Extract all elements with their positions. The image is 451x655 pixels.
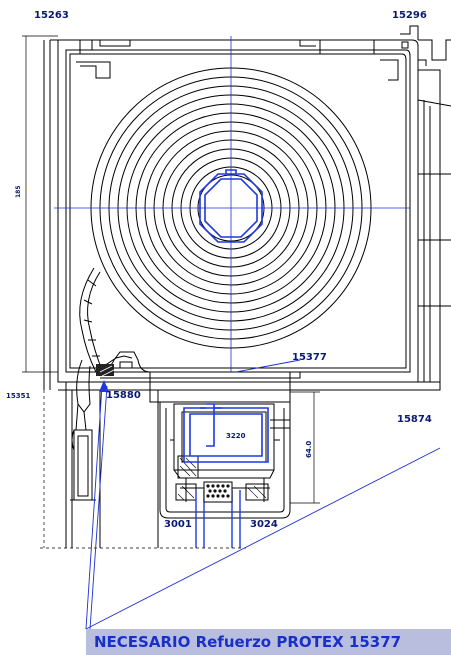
dimension-lines [22, 35, 320, 549]
label-15880: 15880 [106, 390, 141, 401]
reinforcement-3220 [183, 403, 269, 463]
label-dimension-185: 185 [15, 185, 22, 198]
label-15296: 15296 [392, 10, 427, 21]
label-3024: 3024 [250, 519, 278, 530]
glazing-gasket [203, 481, 233, 503]
label-15351: 15351 [6, 392, 30, 400]
axis-crosshair [54, 36, 410, 372]
label-dimension-64: 64.0 [305, 441, 313, 458]
callout-arrow [99, 380, 109, 392]
seal-15880 [96, 364, 115, 377]
label-3001: 3001 [164, 519, 192, 530]
note-banner: NECESARIO Refuerzo PROTEX 15377 [86, 629, 451, 655]
roller-box-housing [43, 25, 451, 391]
label-15263: 15263 [34, 10, 69, 21]
callout-lines [85, 359, 441, 630]
slat-entry-guide [70, 267, 151, 501]
label-3220: 3220 [226, 432, 246, 440]
label-15874: 15874 [397, 414, 432, 425]
label-15377: 15377 [292, 352, 327, 363]
